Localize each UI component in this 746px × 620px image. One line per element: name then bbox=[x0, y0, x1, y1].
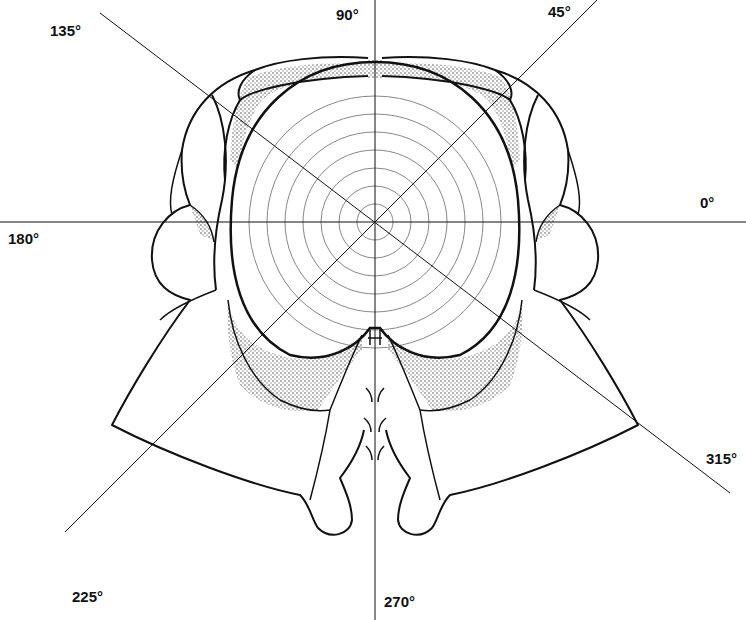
angle-label: 135° bbox=[48, 22, 83, 40]
angle-label: 315° bbox=[704, 450, 739, 468]
angle-label: 0° bbox=[698, 194, 716, 212]
angle-label: 270° bbox=[382, 593, 417, 611]
angle-label: 45° bbox=[546, 3, 573, 21]
angle-label: 180° bbox=[6, 230, 41, 248]
angle-label: 225° bbox=[70, 588, 105, 606]
angle-label: 90° bbox=[334, 6, 361, 24]
